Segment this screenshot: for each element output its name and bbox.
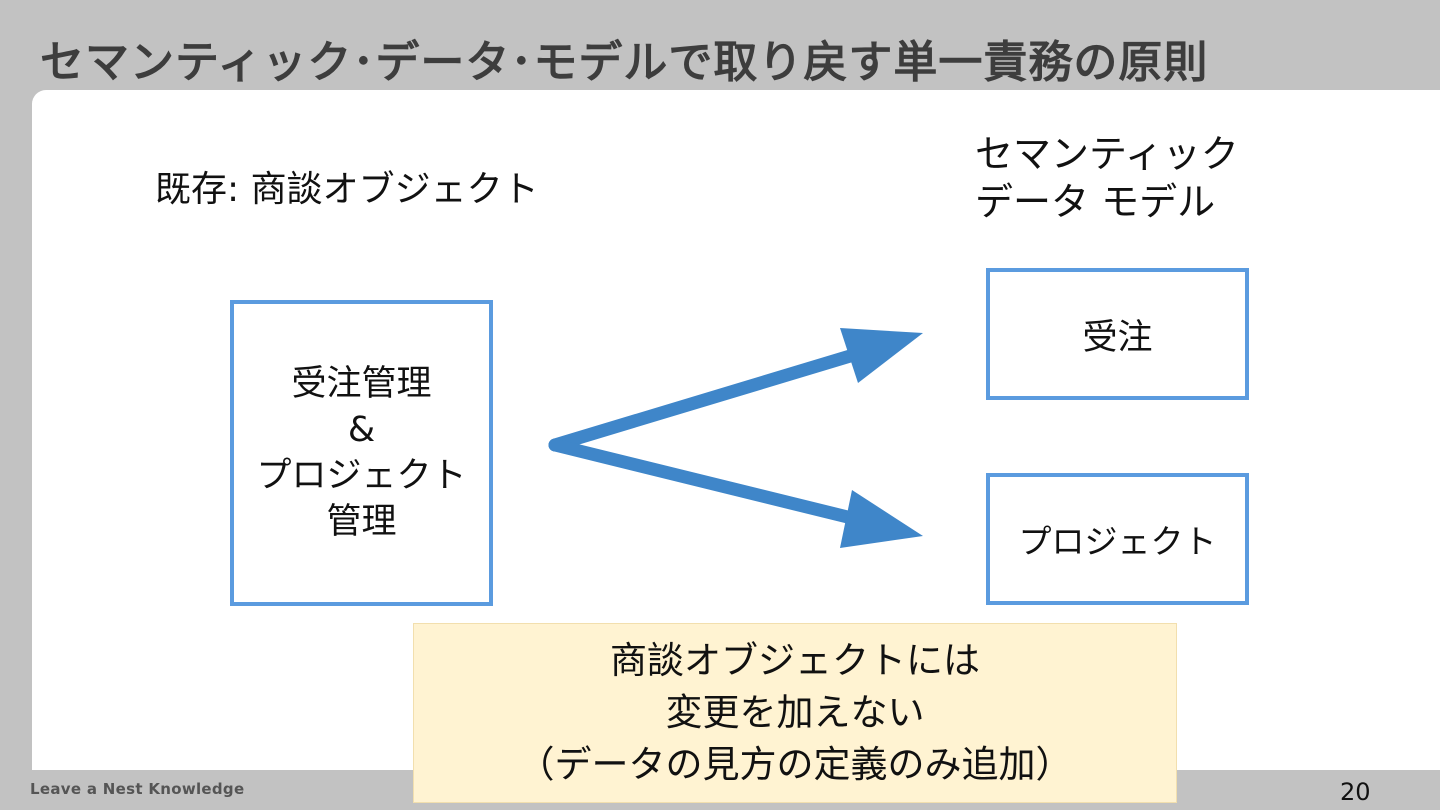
- order-box-label: 受注: [1082, 317, 1153, 358]
- footer-brand: Leave a Nest Knowledge: [30, 780, 245, 798]
- note-line-1: 商談オブジェクトには: [610, 639, 980, 682]
- semantic-heading-line-2: データ モデル: [975, 180, 1216, 224]
- note-line-2: 変更を加えない: [665, 691, 925, 734]
- slide-title: セマンティック･データ･モデルで取り戻す単一責務の原則: [40, 37, 1209, 88]
- project-box-label: プロジェクト: [1018, 522, 1217, 561]
- source-box-line-3: プロジェクト: [256, 456, 467, 496]
- source-box-line-1: 受注管理: [291, 364, 432, 404]
- semantic-model-heading: セマンティック データ モデル: [975, 130, 1245, 226]
- order-box: 受注: [986, 268, 1249, 400]
- source-box-line-4: 管理: [326, 502, 397, 542]
- project-box: プロジェクト: [986, 473, 1249, 605]
- page-number: 20: [1340, 778, 1371, 806]
- note-box: 商談オブジェクトには 変更を加えない （データの見方の定義のみ追加）: [413, 623, 1177, 803]
- source-box-line-2: &: [347, 410, 376, 450]
- semantic-heading-line-1: セマンティック: [975, 132, 1239, 176]
- source-object-box: 受注管理 & プロジェクト 管理: [230, 300, 493, 606]
- note-line-3: （データの見方の定義のみ追加）: [517, 743, 1073, 786]
- existing-object-label: 既存: 商談オブジェクト: [155, 169, 539, 210]
